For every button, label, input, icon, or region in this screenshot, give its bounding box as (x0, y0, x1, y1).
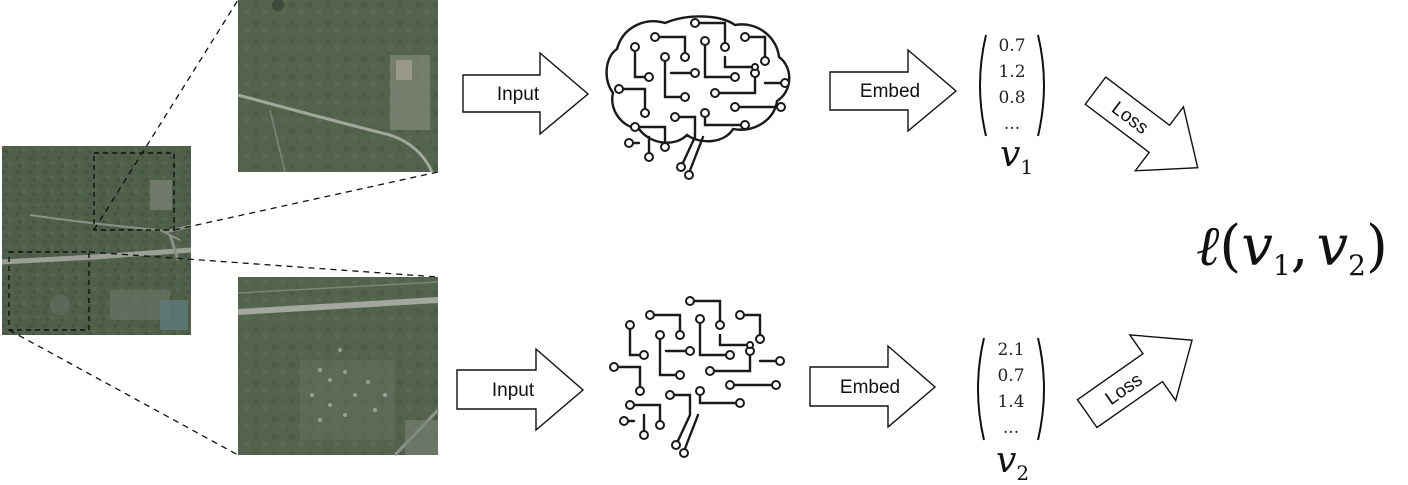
vector-name-top: v1 (1000, 134, 1033, 179)
loss-arrow-bottom: Loss (1076, 334, 1193, 429)
zoom-lines (8, 0, 439, 456)
input-arrow-top: Input (462, 51, 590, 136)
embedding-vector-bottom: 2.1 0.7 1.4 ... v2 (977, 337, 1045, 485)
embed-arrow-top: Embed (829, 48, 958, 133)
vector-value: 1.4 (997, 392, 1024, 412)
loss-arrow-top: Loss (1084, 76, 1199, 172)
source-aerial-image (1, 146, 192, 335)
vector-paren-left (979, 34, 987, 137)
crop-tile-bottom (237, 277, 440, 457)
vector-value: 0.7 (997, 366, 1024, 386)
embed-arrow-bottom: Embed (809, 344, 937, 429)
vector-name-bottom: v2 (996, 440, 1029, 485)
neural-network-brain-icon-top (605, 15, 791, 180)
vector-value: ... (1003, 418, 1019, 438)
input-label-top: Input (497, 84, 540, 105)
input-arrow-bottom: Input (456, 347, 585, 432)
embed-label-bottom: Embed (840, 377, 900, 398)
vector-paren-right (1037, 34, 1045, 137)
vector-paren-right (1037, 337, 1045, 441)
vector-value: 0.8 (998, 88, 1025, 108)
crop-window-upper (93, 152, 175, 231)
vector-paren-left (977, 337, 985, 441)
crop-window-lower (8, 251, 90, 331)
embedding-vector-top: 0.7 1.2 0.8 ... v1 (979, 34, 1045, 179)
vector-value: 0.7 (998, 36, 1025, 56)
loss-function-formula: ℓ(v1,v2) (1196, 214, 1388, 282)
vector-value: 2.1 (997, 340, 1024, 360)
embed-label-top: Embed (860, 81, 920, 102)
neural-network-brain-icon-bottom (609, 296, 785, 458)
vector-value: 1.2 (998, 62, 1025, 82)
input-label-bottom: Input (492, 380, 535, 401)
vector-value: ... (1004, 114, 1020, 134)
crop-tile-top (237, 0, 438, 173)
